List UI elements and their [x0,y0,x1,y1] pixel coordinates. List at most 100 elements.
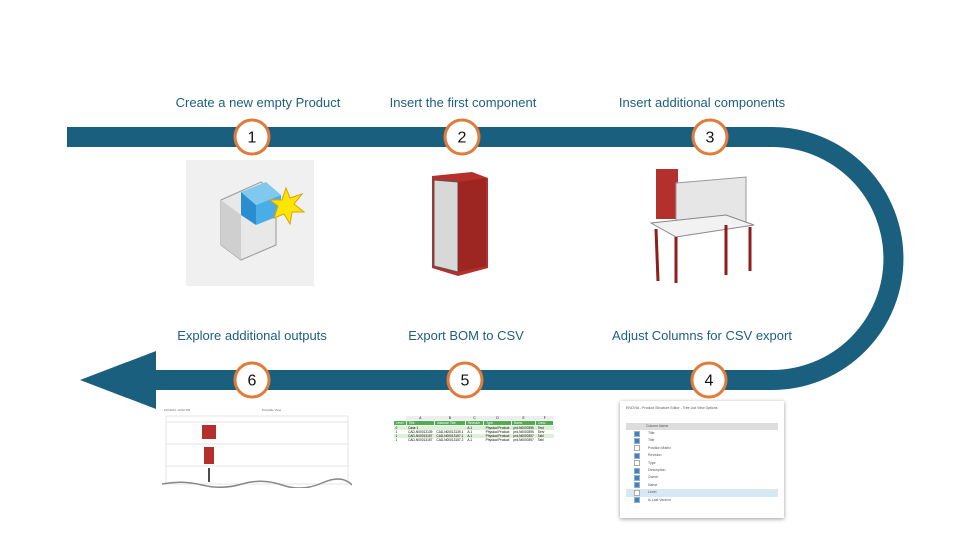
arrow-body [67,127,904,390]
step-circle-4: 4 [690,361,728,399]
printable-title: Printable View [262,408,282,412]
column-letter: F [535,416,554,421]
sheet-cell: 1 [395,434,398,438]
step-circle-3: 3 [691,118,729,156]
column-option-name: Revision [648,453,662,458]
checkbox[interactable] [634,445,640,452]
sheet-header-cell: Title [405,420,435,426]
svg-text:2: 2 [458,130,467,147]
sheet-cell: prd-N0000397 [513,434,534,438]
column-option-name: Position Matrix [648,445,671,450]
checkbox[interactable] [634,497,640,504]
column-option-row[interactable]: Revision [626,452,778,459]
checkbox[interactable] [634,430,640,437]
checkbox[interactable] [634,467,640,474]
step-label-2: Insert the first component [389,95,537,110]
dialog-title: ENOVIA - Product Structure Editor - Tree… [626,406,718,410]
column-option-name: Title [648,431,655,435]
column-option-name: Title [648,438,655,443]
column-option-row[interactable]: Is Last Version [626,497,778,504]
checkbox[interactable] [634,482,640,489]
column-name-header: Column Name [626,423,778,430]
sheet-cell: CAD-N00013157 [408,438,433,442]
step-label-6: Explore additional outputs [177,328,327,343]
checkbox[interactable] [634,460,640,467]
svg-text:3: 3 [706,130,715,147]
checkbox[interactable] [634,475,640,482]
sheet-cell: Physical Product [485,438,510,442]
printable-view-image: 10/10/24, 12:02 PM Printable View [162,408,352,488]
column-option-name: Level [648,490,657,495]
step-circle-6: 6 [233,361,271,399]
column-option-row[interactable]: Owner [626,474,778,482]
sheet-cell: prd-N0000395 [513,426,534,430]
step-label-3: Insert additional components [618,95,786,110]
cabinet-component-image [422,168,494,283]
column-option-row[interactable]: Title [626,430,778,437]
sheet-cell: Case 1 [408,426,419,430]
workbench-assembly-image [646,163,758,285]
column-letter: D [483,416,512,421]
checkbox[interactable] [634,438,640,445]
sheet-cell: Physical Product [485,434,510,438]
arrow-head [80,351,156,409]
column-option-row[interactable]: Position Matrix [626,445,778,452]
svg-text:1: 1 [248,130,257,147]
sheet-cell: Physical Product [485,430,510,434]
sheet-header-cell: Desc [535,420,555,426]
column-option-row[interactable]: Type [626,460,778,467]
column-option-name: Description [648,467,666,472]
sheet-cell: CAD-N00013139 [408,430,433,434]
sheet-cell: Serv [537,430,545,434]
column-options-dialog: ENOVIA - Product Structure Editor - Tree… [620,401,784,518]
sheet-header-cell: Name [510,420,537,426]
sheet-cell: CAD-N00013139.1 [436,430,464,434]
sheet-cell: 0 [395,426,398,430]
column-option-row[interactable]: Title [626,437,778,445]
step-circle-5: 5 [446,361,484,399]
column-option-name: Owner [648,475,659,480]
new-product-icon [186,160,314,286]
star-burst-icon [268,186,306,226]
step-label-1: Create a new empty Product [175,95,341,110]
step-label-5: Export BOM to CSV [408,328,524,343]
step-label-4: Adjust Columns for CSV export [612,328,792,343]
sheet-cell: prd-N0000395 [513,430,534,434]
sheet-cell: A.1 [467,430,473,434]
sheet-cell: Tabl [537,434,544,438]
sheet-cell: CAD-N00013157.1 [436,434,464,438]
column-letter: E [511,416,536,421]
column-option-row[interactable]: Level [626,489,778,497]
sheet-cell: A.1 [467,434,473,438]
step-circle-1: 1 [233,118,271,156]
column-letter: A [406,416,435,421]
checkbox[interactable] [634,452,640,459]
svg-text:4: 4 [705,373,714,390]
sheet-cell: CAD-N00013157.2 [436,438,464,442]
step-circle-2: 2 [443,118,481,156]
sheet-cell: 1 [395,430,398,434]
column-letter: C [465,416,484,421]
sheet-cell: A.1 [467,438,473,442]
sheet-cell: Tabl [537,438,544,442]
svg-text:6: 6 [248,373,257,390]
sheet-cell: Physical Product [485,426,510,430]
checkbox[interactable] [634,489,640,496]
sheet-cell: prd-N0000397 [513,438,534,442]
sheet-cell: A.1 [467,426,473,430]
printable-timestamp: 10/10/24, 12:02 PM [164,408,191,412]
sheet-cell: 1 [395,438,398,442]
column-option-row[interactable]: Description [626,467,778,474]
sheet-cell: CAD-N00013157 [408,434,433,438]
sheet-header-cell: Revision [464,420,485,426]
column-option-name: Type [648,460,656,465]
column-option-row[interactable]: Name [626,482,778,489]
svg-text:5: 5 [461,373,470,390]
column-option-name: Name [648,482,658,487]
sheet-cell: Test [537,426,544,430]
